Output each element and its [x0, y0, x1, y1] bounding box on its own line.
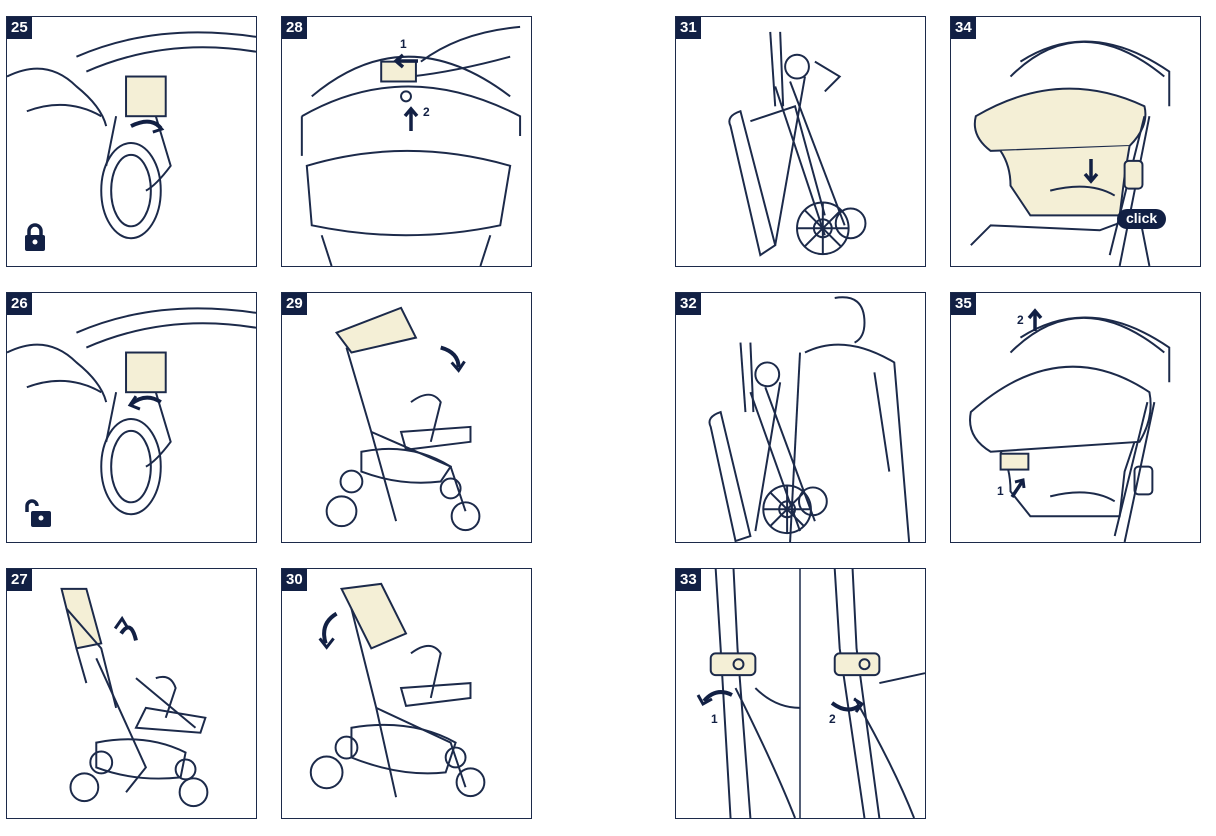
- step-panel-26: 26: [6, 292, 257, 543]
- step-number: 28: [282, 17, 307, 39]
- step-panel-35: 35 2 1: [950, 292, 1201, 543]
- step-panel-29: 29: [281, 292, 532, 543]
- arrow-up-icon: [1027, 308, 1043, 331]
- step-label-2: 2: [829, 712, 836, 726]
- frame-lock-release-illustration: [709, 569, 925, 818]
- arrow-down-icon: [1083, 159, 1099, 184]
- arrow-up-icon: [403, 106, 419, 131]
- step-panel-31: 31: [675, 16, 926, 267]
- step-number: 26: [7, 293, 32, 315]
- click-badge: click: [1117, 209, 1167, 229]
- stroller-unfold-illustration: [309, 582, 486, 798]
- step-number: 25: [7, 17, 32, 39]
- step-panel-25: 25: [6, 16, 257, 267]
- rotate-right-arrow-icon: [830, 697, 865, 713]
- step-number: 34: [951, 17, 976, 39]
- canopy-fold-up-illustration: [60, 587, 209, 808]
- step-panel-30: 30: [281, 568, 532, 819]
- step-label-1: 1: [400, 37, 407, 51]
- step-label-1: 1: [711, 712, 718, 726]
- step-label-2: 2: [423, 105, 430, 119]
- step-label-1: 1: [997, 484, 1004, 498]
- step-panel-33: 33 1 2: [675, 568, 926, 819]
- folded-stroller-illustration: [728, 31, 867, 257]
- lock-closed-icon: [25, 223, 45, 251]
- canopy-remove-illustration: [969, 316, 1171, 542]
- rotate-left-arrow-icon: [696, 690, 733, 707]
- step-number: 30: [282, 569, 307, 591]
- step-number: 31: [676, 17, 701, 39]
- wheel-brake-lock-illustration: [7, 31, 256, 240]
- step-label-2: 2: [1017, 313, 1024, 327]
- arrow-left-icon: [393, 53, 418, 69]
- stroller-folding-illustration: [325, 306, 481, 532]
- handle-release-illustration: [300, 25, 522, 266]
- canopy-attach-illustration: [970, 40, 1171, 266]
- carrying-folded-stroller-illustration: [708, 296, 911, 542]
- step-panel-34: 34 click: [950, 16, 1201, 267]
- step-panel-32: 32: [675, 292, 926, 543]
- lock-open-icon: [25, 499, 51, 527]
- wheel-brake-unlock-illustration: [7, 307, 256, 516]
- step-number: 27: [7, 569, 32, 591]
- step-number: 33: [676, 569, 701, 591]
- step-number: 32: [676, 293, 701, 315]
- step-panel-28: 28 1 2: [281, 16, 532, 267]
- step-panel-27: 27: [6, 568, 257, 819]
- arrow-diagonal-up-icon: [1010, 478, 1026, 498]
- step-number: 29: [282, 293, 307, 315]
- step-number: 35: [951, 293, 976, 315]
